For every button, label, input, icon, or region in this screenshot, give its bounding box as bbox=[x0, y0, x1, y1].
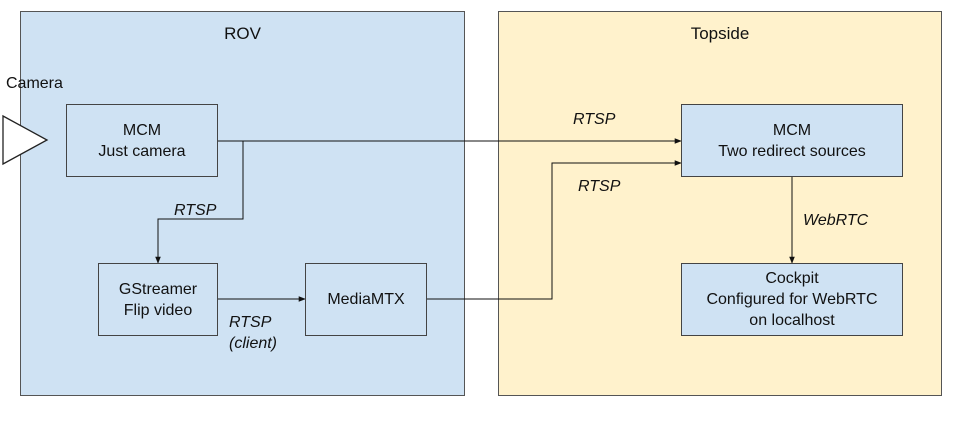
edge-mediamtx-to-mcm-topside bbox=[427, 160, 682, 300]
camera-label: Camera bbox=[6, 75, 63, 92]
edge-label-mcm-rov-to-mcm-topside: RTSP bbox=[573, 111, 616, 128]
edge-label-mediamtx-to-mcm-topside: RTSP bbox=[578, 178, 621, 195]
mcm-topside-title: MCM bbox=[772, 121, 812, 139]
edge-mcm-to-gstreamer bbox=[155, 141, 244, 264]
mcm-rov-title: MCM bbox=[122, 121, 162, 139]
cockpit-title: Cockpit bbox=[765, 270, 819, 287]
gstreamer-node: GStreamer Flip video bbox=[98, 263, 218, 336]
edge-label-gstreamer-to-mediamtx: RTSP (client) bbox=[229, 312, 277, 354]
topside-zone-title: Topside bbox=[690, 24, 750, 43]
cockpit-node: Cockpit Configured for WebRTC on localho… bbox=[681, 263, 903, 336]
cockpit-detail: on localhost bbox=[749, 312, 835, 329]
mcm-rov-subtitle: Just camera bbox=[98, 142, 186, 160]
mcm-rov-node: MCM Just camera bbox=[66, 104, 218, 177]
rov-zone-title: ROV bbox=[224, 24, 261, 43]
mediamtx-node: MediaMTX bbox=[305, 263, 427, 336]
cockpit-subtitle: Configured for WebRTC bbox=[706, 291, 878, 308]
edge-label-gstreamer-to-mediamtx-line2: (client) bbox=[229, 335, 278, 352]
edge-label-gstreamer-to-mediamtx-line1: RTSP bbox=[229, 314, 272, 331]
mcm-topside-subtitle: Two redirect sources bbox=[718, 142, 866, 160]
mediamtx-title: MediaMTX bbox=[327, 291, 405, 308]
camera-icon bbox=[2, 114, 49, 166]
edge-label-mcm-topside-to-cockpit: WebRTC bbox=[803, 212, 869, 229]
gstreamer-title: GStreamer bbox=[118, 280, 198, 298]
mcm-topside-node: MCM Two redirect sources bbox=[681, 104, 903, 177]
gstreamer-subtitle: Flip video bbox=[123, 301, 193, 319]
edge-label-mcm-to-gstreamer: RTSP bbox=[174, 202, 217, 219]
